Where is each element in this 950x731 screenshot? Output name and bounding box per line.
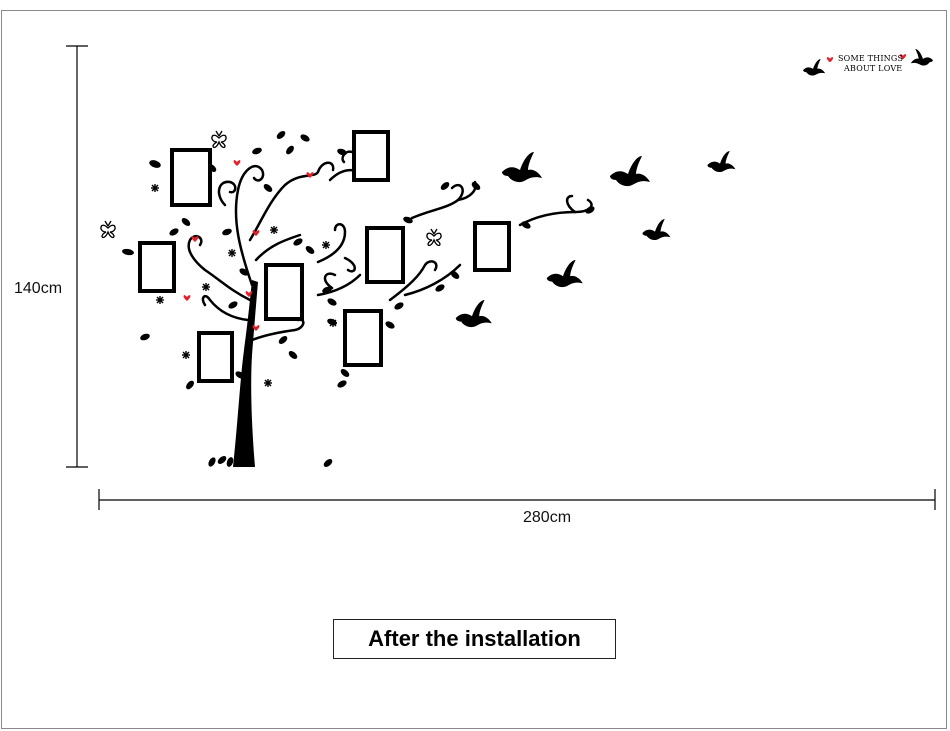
butterfly-icon bbox=[100, 130, 442, 247]
photo-frame bbox=[473, 221, 511, 272]
photo-frame bbox=[197, 331, 234, 383]
bird-icon bbox=[455, 49, 933, 328]
decal-tagline: SOME THINGS ABOUT LOVE bbox=[838, 54, 903, 74]
photo-frame bbox=[343, 309, 383, 367]
photo-frame bbox=[352, 130, 390, 182]
height-dimension-label: 140cm bbox=[14, 280, 63, 297]
photo-frame bbox=[138, 241, 176, 293]
product-image-frame bbox=[1, 10, 947, 729]
width-dimension-line bbox=[98, 489, 936, 510]
tree-trunk bbox=[233, 280, 258, 467]
photo-frame bbox=[365, 226, 405, 284]
width-dimension-label: 280cm bbox=[523, 509, 572, 526]
tree-branches bbox=[187, 150, 593, 342]
installation-caption: After the installation bbox=[333, 619, 616, 659]
tagline-line-1: SOME THINGS bbox=[838, 54, 904, 63]
red-hearts bbox=[183, 54, 907, 331]
photo-frame bbox=[264, 263, 304, 321]
tree-leaves bbox=[122, 131, 595, 467]
photo-frames bbox=[138, 130, 511, 383]
height-dimension-line bbox=[66, 45, 88, 468]
tagline-line-2: ABOUT LOVE bbox=[844, 64, 903, 73]
photo-frame bbox=[170, 148, 212, 207]
tree-flowers bbox=[151, 184, 337, 387]
